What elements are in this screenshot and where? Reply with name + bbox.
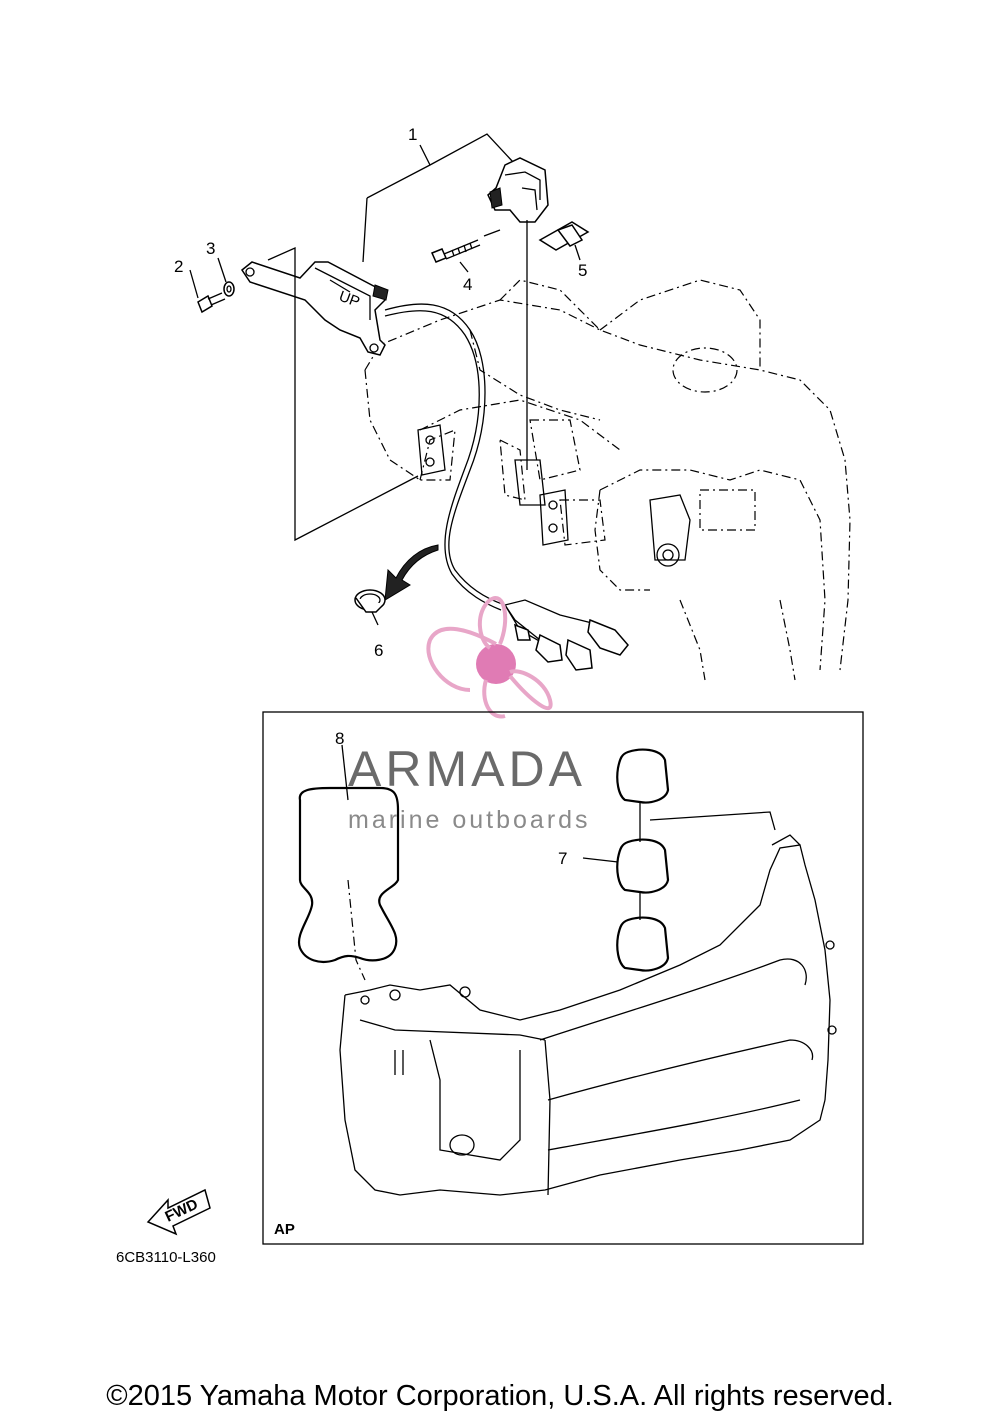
- watermark-subtitle: marine outboards: [348, 806, 591, 834]
- callout-4: 4: [463, 275, 472, 294]
- intake-manifold: [339, 834, 837, 1196]
- propeller-logo-icon: [426, 596, 553, 719]
- callout-1-leader: [362, 133, 514, 263]
- callout-8-leader: [341, 744, 349, 801]
- gasket-alignment-line: [347, 879, 366, 981]
- fwd-arrow-icon: FWD: [146, 1188, 211, 1236]
- sensor-bracket: UP: [240, 261, 389, 356]
- bolt-part-4: [430, 229, 501, 273]
- sensor-up-marking: UP: [337, 288, 362, 311]
- gaskets-part-7: [616, 748, 670, 972]
- wire-harness: [384, 303, 629, 671]
- clamp-part-6: [354, 589, 386, 626]
- gasket-alignment-leader: [649, 811, 776, 831]
- gasket-part-8: [297, 786, 400, 964]
- callout-7: 7: [558, 849, 567, 868]
- copyright-notice: ©2015 Yamaha Motor Corporation, U.S.A. A…: [106, 1380, 894, 1412]
- sensor-clip: [487, 157, 549, 223]
- callout-3: 3: [206, 239, 215, 258]
- callout-1: 1: [408, 125, 417, 144]
- callout-5: 5: [578, 261, 587, 280]
- diagram-code: 6CB3110-L360: [116, 1249, 216, 1266]
- washer-part-3: [217, 257, 235, 297]
- screw-part-2: [189, 269, 226, 314]
- callout-7-leader: [582, 857, 619, 863]
- callout-8: 8: [335, 729, 344, 748]
- engine-block-outline: [364, 279, 851, 681]
- callout-6: 6: [374, 641, 383, 660]
- direction-arrow: [384, 544, 439, 601]
- mounting-bosses: [417, 424, 691, 567]
- watermark-title: ARMADA: [348, 741, 586, 797]
- inset-frame: [262, 711, 864, 1245]
- plate-part-5: [538, 221, 590, 261]
- bracket-alignment-line: [267, 246, 419, 542]
- inset-tag: AP: [274, 1221, 295, 1238]
- callout-2: 2: [174, 257, 183, 276]
